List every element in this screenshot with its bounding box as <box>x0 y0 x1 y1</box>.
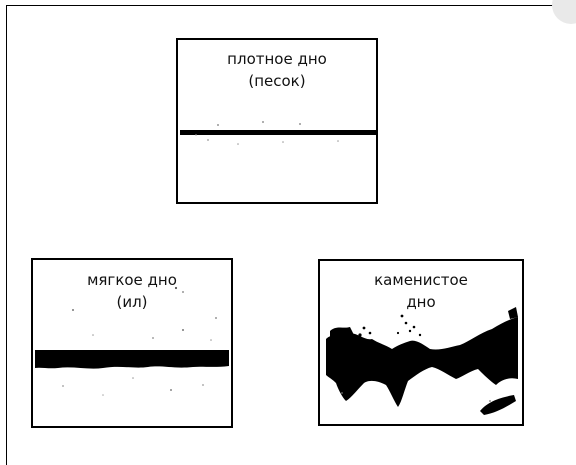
panel-label-rocky-bottom: каменистое дно <box>374 271 468 311</box>
sonar-echo-soft-bottom <box>35 286 229 396</box>
sonar-echo-rocky-bottom <box>326 307 518 415</box>
sonar-panel-rocky-bottom: каменистое дно <box>318 259 524 426</box>
sonar-panel-firm-bottom: плотное дно (песок) <box>176 38 378 204</box>
outer-frame <box>6 5 576 465</box>
panel-label-firm-bottom: плотное дно (песок) <box>227 50 327 90</box>
panel-label-soft-bottom: мягкое дно (ил) <box>87 271 177 311</box>
sonar-echo-firm-bottom <box>180 121 376 145</box>
sonar-panel-soft-bottom: мягкое дно (ил) <box>31 258 233 428</box>
